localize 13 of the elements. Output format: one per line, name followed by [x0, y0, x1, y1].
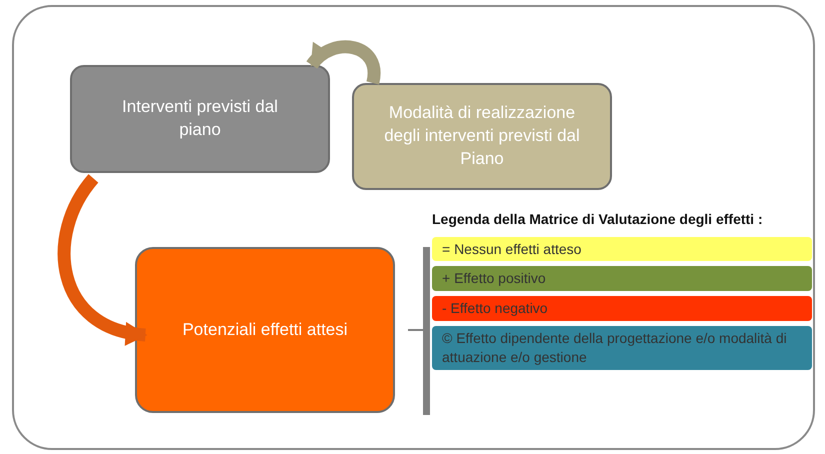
curved-arrow	[58, 174, 148, 344]
curved-arrow	[306, 40, 380, 84]
process-box	[70, 65, 330, 173]
legend-text: + Effetto positivo	[442, 269, 546, 288]
process-box	[352, 83, 612, 190]
legend-text: © Effetto dipendente della progettazione e/o modalità di attuazione e/o gestione	[442, 329, 788, 368]
box-label: Potenziali effetti attesi	[182, 318, 348, 341]
process-box	[135, 247, 395, 413]
box-label: Interventi previsti dal piano	[121, 96, 279, 141]
legend-text: = Nessun effetti atteso	[442, 240, 582, 258]
legend-text: - Effetto negativo	[442, 299, 548, 318]
box-label: Modalità di realizzazione degli interventi previsti dal Piano	[383, 102, 581, 170]
legend-title: Legenda della Matrice di Valutazione degli effetti :	[432, 210, 764, 229]
